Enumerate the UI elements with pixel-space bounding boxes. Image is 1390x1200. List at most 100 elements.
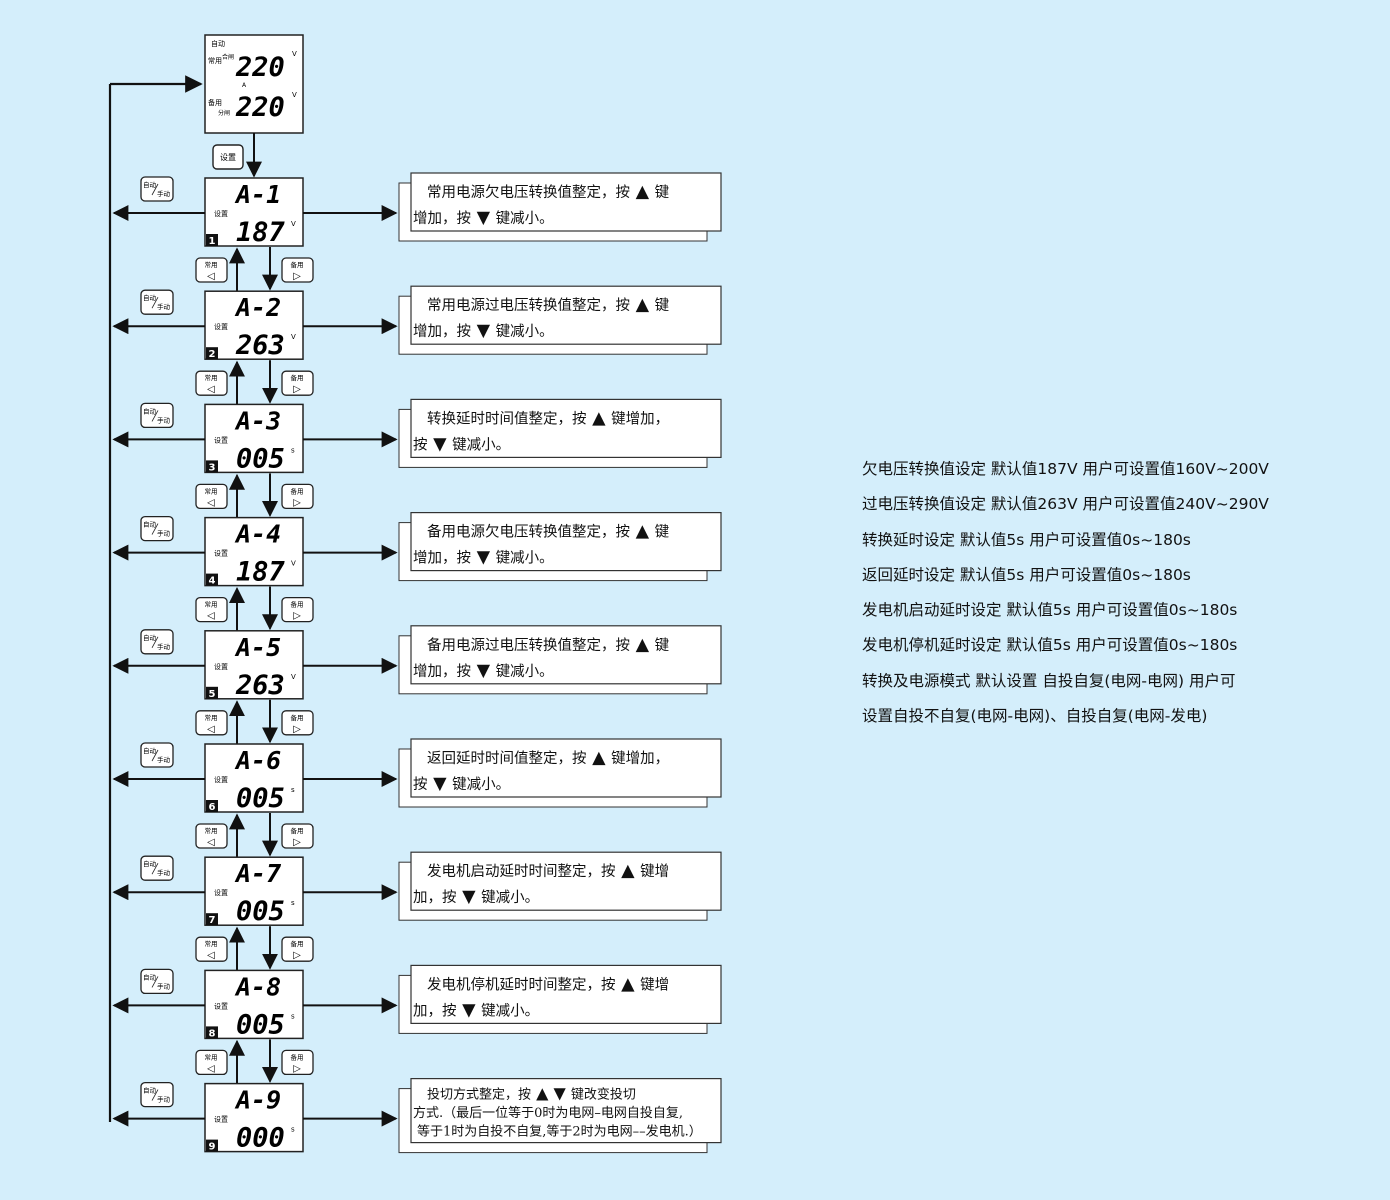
common-key-label: 常用 xyxy=(205,486,218,495)
step-code: A-2 xyxy=(234,293,281,322)
step-code: A-9 xyxy=(234,1086,281,1115)
common-key-label: 常用 xyxy=(205,373,218,382)
common-key-label: 常用 xyxy=(205,260,218,269)
step-index: 6 xyxy=(209,802,216,813)
step-value: 187 xyxy=(236,217,286,248)
notes-panel: 欠电压转换值设定 默认值187V 用户可设置值160V~200V 过电压转换值设定… xyxy=(862,452,1362,734)
step-set-label: 设置 xyxy=(214,662,228,671)
common-left-key[interactable]: 常用◁ xyxy=(195,257,228,283)
backup-right-key[interactable]: 备用▷ xyxy=(281,823,314,849)
common-left-key[interactable]: 常用◁ xyxy=(195,936,228,962)
step-screen xyxy=(204,403,304,474)
note-line: 转换延时设定 默认值5s 用户可设置值0s~180s xyxy=(862,530,1191,549)
backup-key-label: 备用 xyxy=(291,486,304,495)
top-display: 自动 常用 合闸 220 V A 备用 分闸 220 V xyxy=(204,34,304,134)
down-key-icon: ▼ xyxy=(471,661,496,681)
step-screen xyxy=(204,516,304,587)
backup-key-label: 备用 xyxy=(291,260,304,269)
backup-key-label: 备用 xyxy=(291,600,304,609)
left-triangle-icon: ◁ xyxy=(207,611,215,622)
auto-key-top: 自动 xyxy=(143,746,157,755)
step-set-label: 设置 xyxy=(214,775,228,784)
backup-right-key[interactable]: 备用▷ xyxy=(281,710,314,736)
step-value: 005 xyxy=(236,896,285,927)
backup-right-key[interactable]: 备用 ▷ xyxy=(281,596,314,623)
backup-right-key[interactable]: 备用▷ xyxy=(281,483,314,510)
up-key-icon: ▲ xyxy=(630,522,655,542)
backup-right-key[interactable]: 备用▷ xyxy=(281,936,314,962)
step-unit: V xyxy=(291,220,296,228)
auto-key-top: 自动 xyxy=(143,520,157,529)
auto-key-bottom: 手动 xyxy=(157,755,171,764)
step-code: A-1 xyxy=(234,180,281,209)
note-line: 过电压转换值设定 默认值263V 用户可设置值240V~290V xyxy=(862,495,1269,514)
right-triangle-icon: ▷ xyxy=(293,611,301,622)
step-set-label: 设置 xyxy=(214,549,228,558)
backup-right-key[interactable]: 备用▷ xyxy=(281,1049,314,1076)
step-set-label: 设置 xyxy=(214,435,228,444)
set-key-label: 设置 xyxy=(220,152,236,162)
note-line: 欠电压转换值设定 默认值187V 用户可设置值160V~200V xyxy=(862,460,1269,478)
step-set-label: 设置 xyxy=(214,209,228,218)
step-set-label: 设置 xyxy=(214,1001,228,1010)
common-left-key[interactable]: 常用◁ xyxy=(195,483,228,510)
down-key-icon: ▼ xyxy=(471,321,496,341)
step-index: 3 xyxy=(209,462,216,473)
desc-line: 方式.（最后一位等于0时为电网–电网自投自复, xyxy=(413,1105,683,1121)
step-value: 005 xyxy=(236,1009,285,1040)
auto-key-top: 自动 xyxy=(143,293,157,302)
backup-key-label: 备用 xyxy=(291,939,304,948)
step-index-badge xyxy=(206,800,218,812)
common-key-label: 常用 xyxy=(205,1052,218,1061)
step-index-badge xyxy=(206,1139,218,1152)
set-key[interactable]: 设置 xyxy=(212,144,244,170)
left-triangle-icon: ◁ xyxy=(207,724,215,735)
top-upper-value: 220 xyxy=(235,52,285,83)
auto-key-top: 自动 xyxy=(143,406,157,415)
down-key-icon: ▼ xyxy=(471,548,496,568)
up-key-icon: ▲ xyxy=(587,408,612,428)
right-triangle-icon: ▷ xyxy=(293,271,301,282)
step-value: 263 xyxy=(235,330,285,361)
common-left-key[interactable]: 常用◁ xyxy=(195,1049,228,1076)
step-set-label: 设置 xyxy=(214,322,228,331)
desc-box xyxy=(410,738,722,798)
backup-right-key[interactable]: 备用▷ xyxy=(281,370,314,396)
down-key-icon: ▼ xyxy=(457,887,482,907)
step-index: 1 xyxy=(209,236,216,247)
step-code: A-8 xyxy=(234,972,281,1001)
desc-line: 等于1时为自投不自复,等于2时为电网––发电机.） xyxy=(417,1124,702,1140)
top-open-label: 分闸 xyxy=(218,109,230,117)
common-left-key[interactable]: 常用◁ xyxy=(195,710,228,736)
backup-right-key[interactable]: 备用 ▷ xyxy=(281,257,314,283)
auto-key-top: 自动 xyxy=(143,180,157,189)
common-left-key[interactable]: 常用◁ xyxy=(195,370,228,396)
step-index-badge xyxy=(206,347,218,360)
common-left-key[interactable]: 常用◁ xyxy=(195,823,228,849)
step-index: 8 xyxy=(209,1028,216,1039)
step-index-badge xyxy=(206,913,218,926)
note-line: 发电机启动延时设定 默认值5s 用户可设置值0s~180s xyxy=(862,601,1238,620)
step-index: 2 xyxy=(209,349,216,360)
desc-box xyxy=(410,172,722,232)
up-key-icon: ▲ xyxy=(587,748,612,768)
up-key-icon: ▲ xyxy=(630,635,655,655)
down-key-icon: ▼ xyxy=(471,208,496,228)
up-key-icon: ▲ xyxy=(616,974,641,994)
desc-box xyxy=(410,851,722,911)
common-left-key[interactable]: 常用◁ xyxy=(195,596,228,623)
